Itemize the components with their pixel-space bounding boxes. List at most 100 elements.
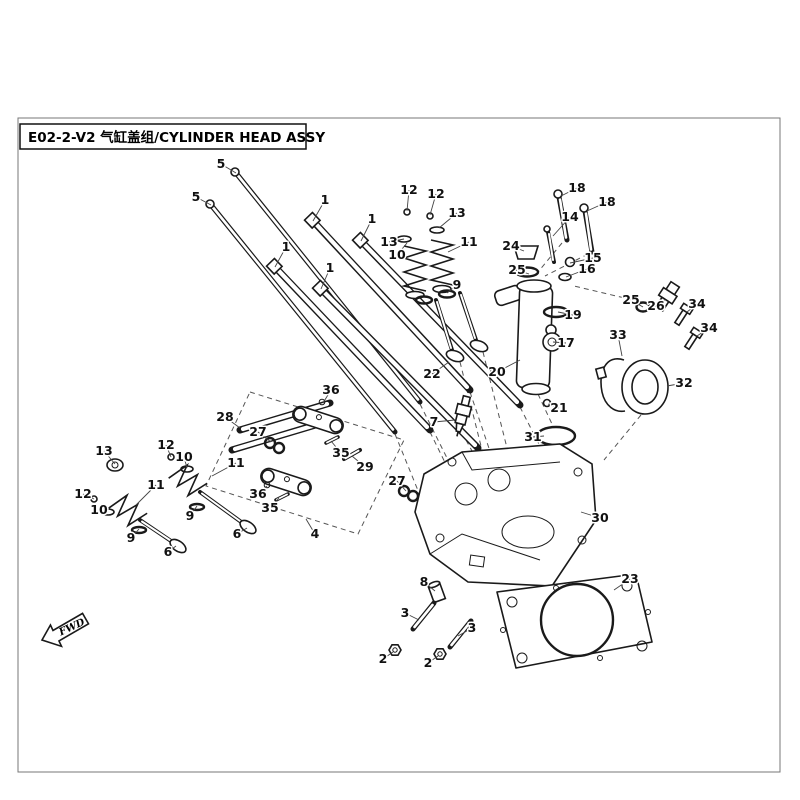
callout-number: 12 [400, 182, 417, 197]
spring-retainer [429, 226, 445, 234]
clamp-band [600, 358, 626, 413]
callout-leader [586, 201, 608, 212]
callout-leader [613, 578, 631, 591]
callout-number: 13 [448, 205, 465, 220]
callout-number: 6 [164, 544, 173, 559]
callout-number: 9 [453, 277, 462, 292]
callout-leader [686, 303, 698, 313]
callout-leader [274, 246, 287, 268]
valve-head [445, 349, 465, 363]
callout-number: 6 [233, 526, 242, 541]
callout-number: 10 [90, 502, 108, 517]
callout-leader [360, 218, 373, 242]
callout-leader [322, 389, 332, 404]
callout-number: 27 [388, 473, 405, 488]
valve-seal [106, 458, 124, 472]
valve-spring [400, 245, 430, 292]
callout-number: 35 [261, 500, 278, 515]
callout-number: 2 [379, 651, 388, 666]
callout-number: 19 [564, 307, 581, 322]
callout-number: 13 [95, 443, 112, 458]
callout-number: 17 [557, 335, 574, 350]
head-bolts [265, 211, 524, 452]
callout-number: 36 [249, 486, 267, 501]
callout-number: 28 [216, 409, 233, 424]
callout-leader [220, 163, 237, 174]
callout-number: 16 [578, 261, 596, 276]
callout-leader [447, 241, 470, 253]
temp-sensor [635, 280, 681, 313]
callout-leader [382, 651, 394, 660]
callout-number: 2 [424, 655, 433, 670]
bore-opening [539, 582, 615, 658]
callout-leader [269, 497, 280, 509]
callout-number: 23 [621, 571, 638, 586]
callout-number: 1 [326, 260, 335, 275]
callout-number: 33 [609, 327, 626, 342]
callout-leader [433, 419, 456, 423]
callout-number: 25 [508, 262, 525, 277]
callout-leader [404, 612, 420, 621]
valve-washer [414, 295, 434, 305]
callout-number: 3 [468, 620, 477, 635]
valve-spring [108, 492, 148, 528]
callout-leader [165, 444, 172, 458]
valve-washer [437, 289, 457, 299]
callout-number: 1 [282, 239, 291, 254]
adjuster-bolt [263, 481, 271, 489]
callout-leader [431, 361, 450, 375]
callout-leader [655, 299, 666, 307]
callout-number: 20 [488, 364, 506, 379]
callout-number: 5 [192, 189, 201, 204]
callout-leader [195, 196, 212, 206]
valve-spring [427, 239, 457, 286]
valve-keeper [426, 212, 434, 220]
callout-leader [396, 242, 408, 256]
callout-leader [532, 435, 545, 438]
head-gasket [496, 573, 653, 669]
callout-leader [351, 455, 366, 468]
sealing-washer [635, 301, 651, 313]
callout-leader [552, 216, 571, 237]
valve-head [469, 339, 489, 353]
callout-leader [130, 528, 140, 539]
callout-leader [312, 199, 326, 222]
o-ring [542, 305, 570, 319]
callout-number: 11 [147, 477, 164, 492]
callout-leader [211, 462, 237, 477]
callout-leader [630, 299, 644, 308]
rocker-assembly-dashed-box [205, 391, 405, 535]
callout-number: 32 [675, 375, 692, 390]
callout-number: 9 [127, 530, 136, 545]
callout-number: 25 [622, 292, 639, 307]
callout-leader [103, 450, 116, 465]
callout-number: 9 [186, 508, 195, 523]
callout-leader [457, 627, 473, 637]
thrust-washers [263, 436, 420, 503]
callout-leader [224, 416, 241, 429]
callout-number: 8 [420, 574, 429, 589]
callout-number: 10 [388, 247, 406, 262]
callout-number: 21 [550, 400, 567, 415]
callout-leader [396, 480, 407, 492]
callout-number: 30 [591, 510, 609, 525]
callout-number: 15 [584, 250, 601, 265]
callout-number: 26 [647, 298, 665, 313]
callout-number: 12 [427, 186, 444, 201]
valve-spring [168, 462, 208, 498]
callout-number: 27 [249, 424, 266, 439]
callout-number: 34 [688, 296, 706, 311]
callout-leader [135, 484, 157, 506]
spark-plug [454, 394, 473, 437]
valve-washer [188, 502, 206, 512]
callout-leader [446, 284, 458, 294]
cylinder-head-body [414, 443, 597, 587]
callout-leader [438, 212, 458, 229]
callout-leader [565, 268, 588, 278]
callout-leader [320, 267, 331, 290]
callout-leader [429, 193, 437, 216]
callout-number: 12 [74, 486, 91, 501]
callout-number: 13 [380, 234, 397, 249]
clamp-screw [594, 366, 608, 380]
callout-number: 22 [423, 366, 440, 381]
